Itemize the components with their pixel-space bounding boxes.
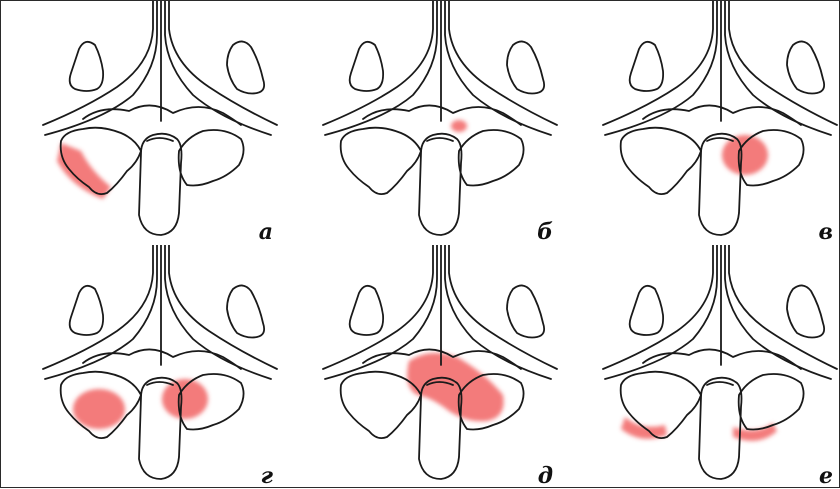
stalk-outer-outline [43,1,153,125]
anatomical-diagram [561,1,840,245]
left-lobe-outline [70,286,103,335]
cavity-top-outline [83,105,241,125]
left-lobe-outline [350,42,383,91]
outline-group [43,245,277,479]
lower-right-outline [739,374,804,430]
right-lobe-outline [227,41,264,93]
lower-left-outline [621,128,701,194]
anatomical-diagram [1,245,281,489]
panel-label: е [819,465,833,487]
anatomical-diagram [561,245,840,489]
stalk-inner-left-outline [325,1,437,135]
stalk-outer-outline [43,245,153,369]
panel-label: г [261,465,273,487]
panel-label: д [538,465,553,487]
lesion-group [451,120,467,132]
panel-label: в [819,221,833,243]
stalk-inner-left-outline [45,245,157,379]
left-lobe-outline [350,286,383,335]
panel-e: е [561,245,840,489]
panel-b: б [281,1,561,245]
lower-right-outline [179,130,244,186]
stalk-outer-right-outline [449,1,557,125]
lesion-group [407,353,503,421]
lower-left-outline [341,128,421,194]
panel-g: г [1,245,281,489]
anatomical-diagram [281,1,561,245]
stalk-outer-right-outline [729,245,837,369]
lesion-group [722,135,768,175]
anatomical-diagram [281,245,561,489]
central-bulb-outline [139,134,182,235]
lesion-group [57,143,111,199]
stalk-outer-right-outline [169,245,277,369]
cavity-top-outline [363,105,521,125]
central-bulb-top-outline [147,138,173,141]
central-bulb-top-outline [427,138,453,141]
stalk-outer-outline [323,1,433,125]
cavity-top-outline [643,349,801,369]
outline-group [603,245,837,479]
right-lobe-outline [787,41,824,93]
outline-group [603,1,837,235]
stalk-outer-outline [603,245,713,369]
stalk-outer-outline [323,245,433,369]
stalk-inner-left-outline [605,245,717,379]
right-lobe-outline [507,41,544,93]
right-lobe-outline [507,285,544,337]
anatomical-diagram [1,1,281,245]
panel-d: д [281,245,561,489]
right-lobe-outline [787,285,824,337]
left-lobe-outline [630,42,663,91]
left-lobe-outline [70,42,103,91]
lesion-blob-right [722,135,768,175]
stalk-outer-right-outline [729,1,837,125]
stalk-outer-outline [603,1,713,125]
outline-group [323,1,557,235]
panel-v: в [561,1,840,245]
lower-left-outline [341,372,421,438]
panel-label: б [537,221,553,243]
right-lobe-outline [227,285,264,337]
stalk-inner-left-outline [605,1,717,135]
stalk-outer-right-outline [449,245,557,369]
lesion-small-spot-right [451,120,467,132]
lesion-large-diagonal [407,353,503,421]
central-bulb-outline [419,134,462,235]
cavity-top-outline [83,349,241,369]
cavity-top-outline [643,105,801,125]
outline-group [43,1,277,235]
central-bulb-top-outline [707,382,733,385]
stalk-inner-left-outline [45,1,157,135]
lesion-blob-left [73,389,125,429]
panel-label: а [259,221,273,243]
left-lobe-outline [630,286,663,335]
lower-right-outline [459,130,524,186]
stalk-outer-right-outline [169,1,277,125]
lesion-band-left [57,143,111,199]
lesion-blob-right [162,379,208,419]
panel-a: а [1,1,281,245]
